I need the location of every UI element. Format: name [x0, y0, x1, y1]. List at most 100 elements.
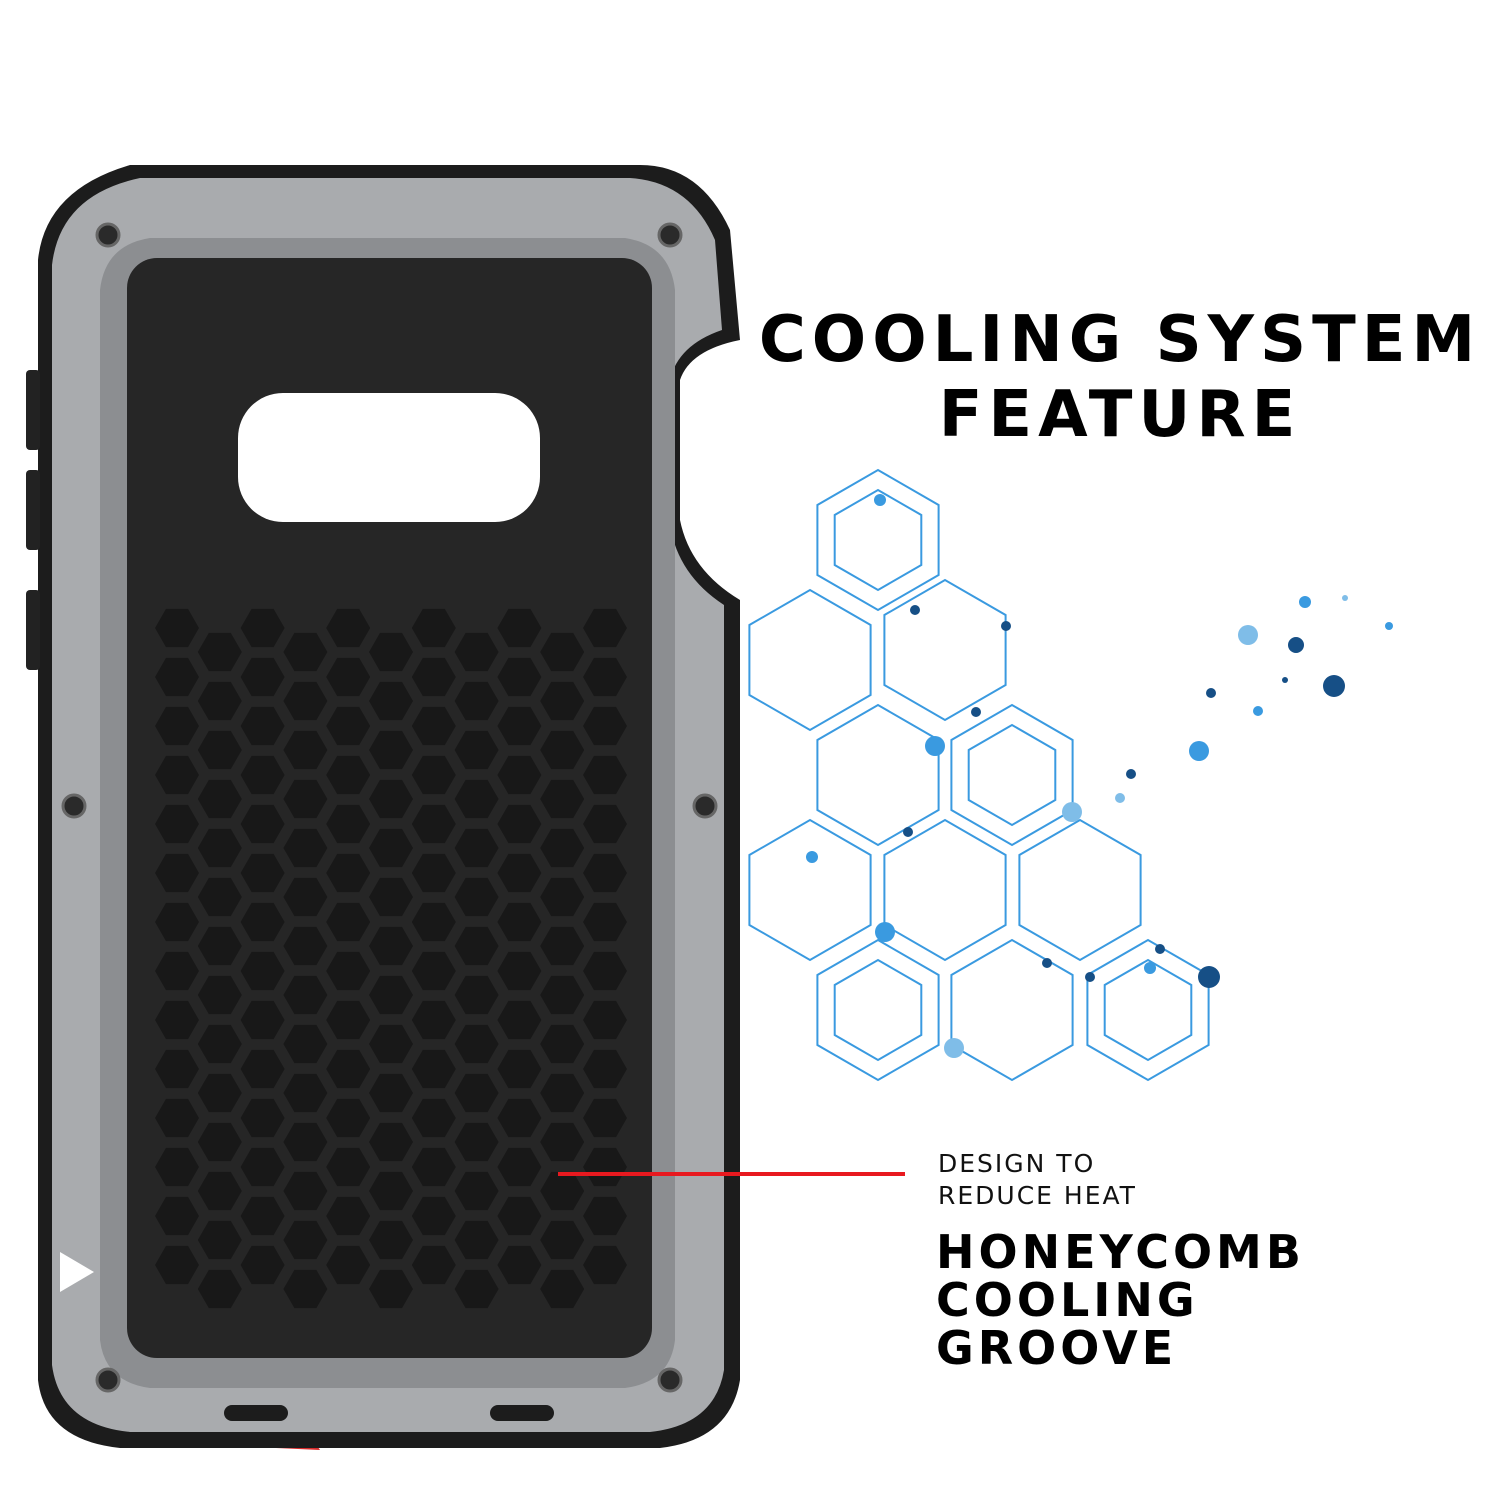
- groove-hex: [583, 1147, 627, 1187]
- groove-hex: [240, 1000, 285, 1040]
- groove-hex: [540, 975, 585, 1015]
- groove-hex: [240, 706, 285, 746]
- diagram-hex: [1018, 818, 1142, 962]
- diagram-dot: [1001, 621, 1011, 631]
- groove-hex: [197, 975, 242, 1015]
- play-logo-icon: [60, 1252, 94, 1292]
- diagram-dot: [875, 922, 895, 942]
- diagram-hex: [883, 818, 1007, 962]
- groove-hex: [369, 779, 413, 819]
- groove-hex: [583, 853, 627, 893]
- screw-icon: [657, 222, 683, 248]
- speaker-slot: [224, 1405, 288, 1421]
- groove-hex: [240, 902, 285, 942]
- groove-hex: [326, 853, 371, 893]
- groove-hex: [411, 853, 456, 893]
- groove-hex: [497, 1245, 542, 1285]
- groove-hex: [454, 1171, 499, 1211]
- groove-hex: [326, 657, 371, 697]
- diagram-dot: [806, 851, 818, 863]
- groove-hex: [283, 1073, 328, 1113]
- groove-hex: [155, 951, 199, 991]
- groove-hex: [540, 779, 585, 819]
- groove-hex: [369, 1171, 413, 1211]
- groove-hex: [583, 1000, 627, 1040]
- groove-hex: [540, 1269, 585, 1309]
- screws: [61, 222, 718, 1393]
- groove-hex: [240, 755, 285, 795]
- diagram-dot: [1238, 625, 1258, 645]
- groove-hex: [197, 1073, 242, 1113]
- groove-hex: [197, 1171, 242, 1211]
- diagram-dot: [1342, 595, 1348, 601]
- groove-hex: [540, 1122, 585, 1162]
- groove-hex: [155, 853, 199, 893]
- groove-hex: [155, 1049, 199, 1089]
- diagram-hex: [748, 588, 872, 732]
- screw-icon: [95, 222, 121, 248]
- screw-icon: [95, 1367, 121, 1393]
- groove-hex: [155, 1196, 199, 1236]
- groove-hex: [369, 1122, 413, 1162]
- groove-hex: [583, 951, 627, 991]
- groove-hex: [369, 730, 413, 770]
- groove-hex: [155, 608, 199, 648]
- diagram-dot: [1062, 802, 1082, 822]
- diagram-dot: [925, 736, 945, 756]
- groove-hex: [326, 1196, 371, 1236]
- groove-hex: [540, 681, 585, 721]
- diagram-hex: [816, 938, 940, 1082]
- groove-hex: [454, 681, 499, 721]
- groove-hex: [411, 951, 456, 991]
- groove-hex: [197, 1269, 242, 1309]
- groove-hex: [411, 608, 456, 648]
- diagram-dot: [1144, 962, 1156, 974]
- diagram-dot: [1206, 688, 1216, 698]
- groove-hex: [540, 828, 585, 868]
- side-button: [26, 370, 40, 450]
- groove-hex: [411, 902, 456, 942]
- groove-hex: [497, 1196, 542, 1236]
- groove-hex: [411, 804, 456, 844]
- groove-hex: [326, 804, 371, 844]
- groove-hex: [497, 657, 542, 697]
- screw-icon: [657, 1367, 683, 1393]
- groove-hex: [197, 779, 242, 819]
- honeycomb-grooves: [155, 608, 627, 1309]
- groove-hex: [197, 1220, 242, 1260]
- groove-hex: [283, 828, 328, 868]
- groove-hex: [454, 779, 499, 819]
- groove-hex: [369, 828, 413, 868]
- groove-hex: [454, 1073, 499, 1113]
- diagram-hex: [816, 468, 940, 612]
- groove-hex: [326, 706, 371, 746]
- groove-hex: [369, 975, 413, 1015]
- diagram-hex: [950, 703, 1074, 847]
- groove-hex: [197, 926, 242, 966]
- groove-hex: [454, 632, 499, 672]
- groove-hex: [454, 730, 499, 770]
- groove-hex: [497, 853, 542, 893]
- groove-hex: [326, 1049, 371, 1089]
- diagram-dot: [874, 494, 886, 506]
- groove-hex: [369, 877, 413, 917]
- groove-hex: [283, 1122, 328, 1162]
- groove-hex: [540, 632, 585, 672]
- groove-hex: [283, 681, 328, 721]
- diagram-hex: [748, 818, 872, 962]
- groove-hex: [540, 1220, 585, 1260]
- groove-hex: [369, 1269, 413, 1309]
- diagram-dot: [1155, 944, 1165, 954]
- screw-icon: [692, 793, 718, 819]
- groove-hex: [240, 1049, 285, 1089]
- diagram-hex: [1103, 958, 1193, 1062]
- groove-hex: [497, 1098, 542, 1138]
- groove-hex: [411, 1196, 456, 1236]
- groove-hex: [155, 1147, 199, 1187]
- groove-hex: [540, 730, 585, 770]
- groove-hex: [497, 902, 542, 942]
- diagram-dot: [1042, 958, 1052, 968]
- groove-hex: [369, 632, 413, 672]
- groove-hex: [454, 975, 499, 1015]
